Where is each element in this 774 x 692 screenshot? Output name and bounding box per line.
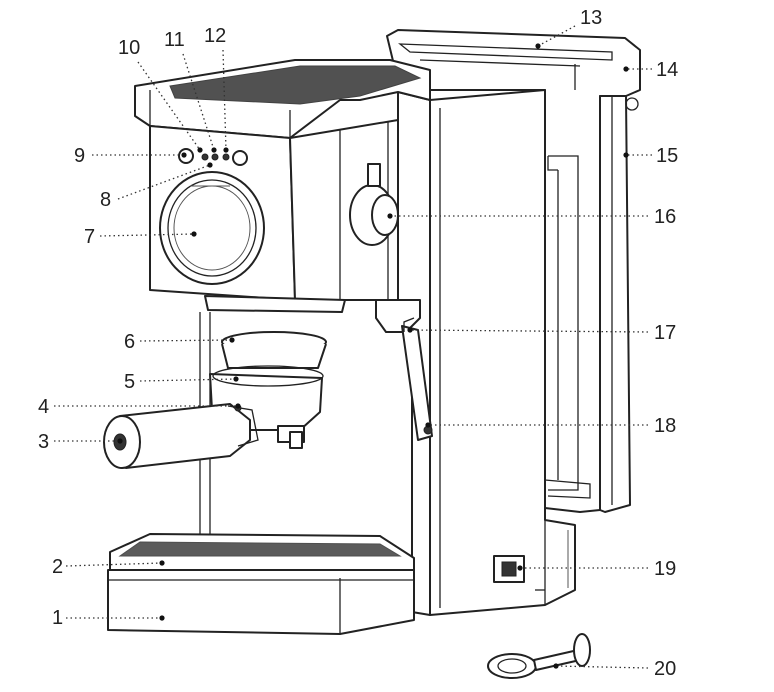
callout-number: 3: [38, 431, 49, 453]
power-switch: [493, 555, 525, 583]
steam-wand: [375, 299, 433, 441]
callout-anchor-dot: [387, 213, 393, 219]
callout-12: 12: [204, 25, 229, 153]
callout-16: 16: [387, 206, 676, 228]
callout-number: 18: [654, 415, 676, 437]
callout-anchor-dot: [623, 66, 629, 72]
water-tank: [386, 29, 641, 513]
callout-7: 7: [84, 226, 197, 248]
callout-leader-line: [139, 339, 233, 342]
callout-number: 9: [74, 145, 85, 167]
callout-10: 10: [118, 37, 203, 153]
callout-number: 8: [100, 189, 111, 211]
measuring-spoon: [487, 633, 591, 679]
callout-anchor-dot: [223, 147, 229, 153]
callout-anchor-dot: [407, 327, 413, 333]
callout-6: 6: [124, 331, 235, 353]
callout-anchor-dot: [159, 560, 165, 566]
callout-4: 4: [38, 396, 241, 418]
callout-number: 16: [654, 206, 676, 228]
callout-3: 3: [38, 431, 123, 453]
callout-anchor-dot: [181, 152, 187, 158]
callout-9: 9: [74, 145, 187, 167]
callout-anchor-dot: [233, 376, 239, 382]
callout-anchor-dot: [197, 147, 203, 153]
callout-13: 13: [535, 7, 602, 49]
callout-11: 11: [164, 29, 217, 153]
callout-anchor-dot: [553, 663, 559, 669]
callout-number: 6: [124, 331, 135, 353]
callout-number: 14: [656, 59, 678, 81]
callout-number: 2: [52, 556, 63, 578]
callout-anchor-dot: [425, 422, 431, 428]
callout-8: 8: [100, 162, 213, 211]
callout-number: 19: [654, 558, 676, 580]
callout-anchor-dot: [517, 565, 523, 571]
callout-number: 13: [580, 7, 602, 29]
callout-20: 20: [553, 658, 676, 680]
callout-number: 4: [38, 396, 49, 418]
callout-1: 1: [52, 607, 165, 629]
callout-leader-line: [182, 53, 215, 151]
front-panel: [149, 119, 399, 301]
callout-anchor-dot: [191, 231, 197, 237]
callout-anchor-dot: [117, 438, 123, 444]
callout-anchor-dot: [623, 152, 629, 158]
drip-tray: [107, 533, 415, 635]
callout-19: 19: [517, 558, 676, 580]
callout-number: 12: [204, 25, 226, 47]
callout-number: 10: [118, 37, 140, 59]
callout-leader-line: [222, 49, 227, 151]
callout-number: 20: [654, 658, 676, 680]
portafilter: [103, 331, 327, 469]
callout-anchor-dot: [159, 615, 165, 621]
machine-drawing: [103, 29, 641, 679]
callout-leader-line: [555, 665, 649, 669]
callout-number: 5: [124, 371, 135, 393]
callout-anchor-dot: [229, 337, 235, 343]
callout-number: 11: [164, 29, 185, 51]
callout-14: 14: [623, 59, 678, 81]
cup-warmer-top: [134, 59, 431, 139]
callout-number: 15: [656, 145, 678, 167]
callout-anchor-dot: [235, 403, 241, 409]
callout-15: 15: [623, 145, 678, 167]
callout-anchor-dot: [211, 147, 217, 153]
callout-5: 5: [124, 371, 239, 393]
callout-number: 7: [84, 226, 95, 248]
callout-anchor-dot: [535, 43, 541, 49]
callout-leader-line: [117, 164, 211, 200]
callout-2: 2: [52, 556, 165, 578]
callout-number: 17: [654, 322, 676, 344]
callout-number: 1: [52, 607, 63, 629]
callout-anchor-dot: [207, 162, 213, 168]
callout-leader-line: [409, 329, 649, 333]
callout-17: 17: [407, 322, 676, 344]
callout-18: 18: [425, 415, 676, 437]
